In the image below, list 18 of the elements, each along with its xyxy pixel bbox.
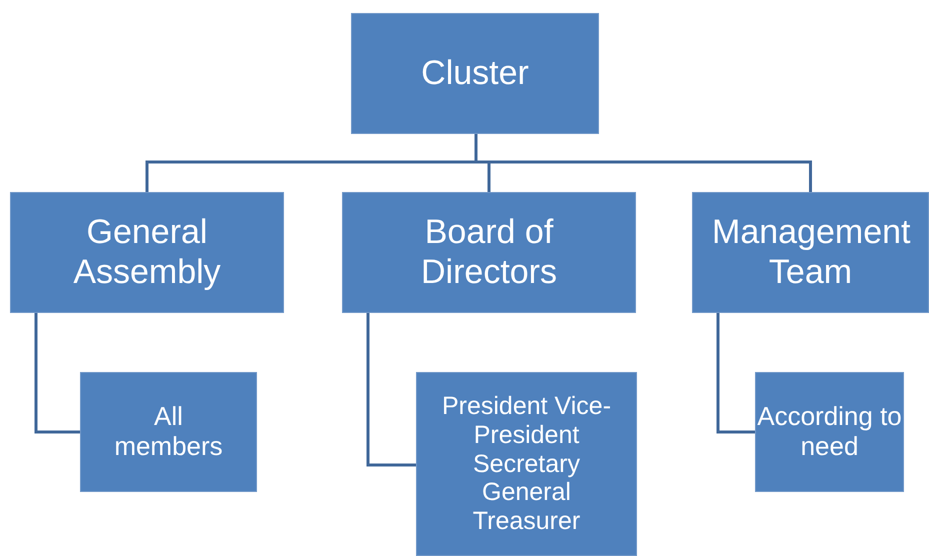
connector-line bbox=[474, 134, 812, 192]
org-box bbox=[342, 192, 636, 313]
box-label: Management Team bbox=[712, 213, 909, 292]
org-box bbox=[80, 372, 257, 492]
org-box bbox=[10, 192, 284, 313]
org-box bbox=[416, 372, 637, 556]
org-box bbox=[692, 192, 929, 313]
org-box bbox=[351, 13, 599, 134]
org-box bbox=[755, 372, 904, 492]
box-label: Board of Directors bbox=[420, 213, 558, 292]
box-label: According to need bbox=[757, 402, 902, 462]
box-label: President Vice-President Secretary General Treasurer bbox=[440, 392, 612, 536]
box-label: Cluster bbox=[420, 54, 530, 94]
connector-line bbox=[366, 313, 416, 466]
box-label: General Assembly bbox=[72, 213, 222, 292]
box-label: All members bbox=[113, 402, 224, 462]
connector-line bbox=[716, 313, 755, 434]
connector-line bbox=[34, 313, 80, 434]
